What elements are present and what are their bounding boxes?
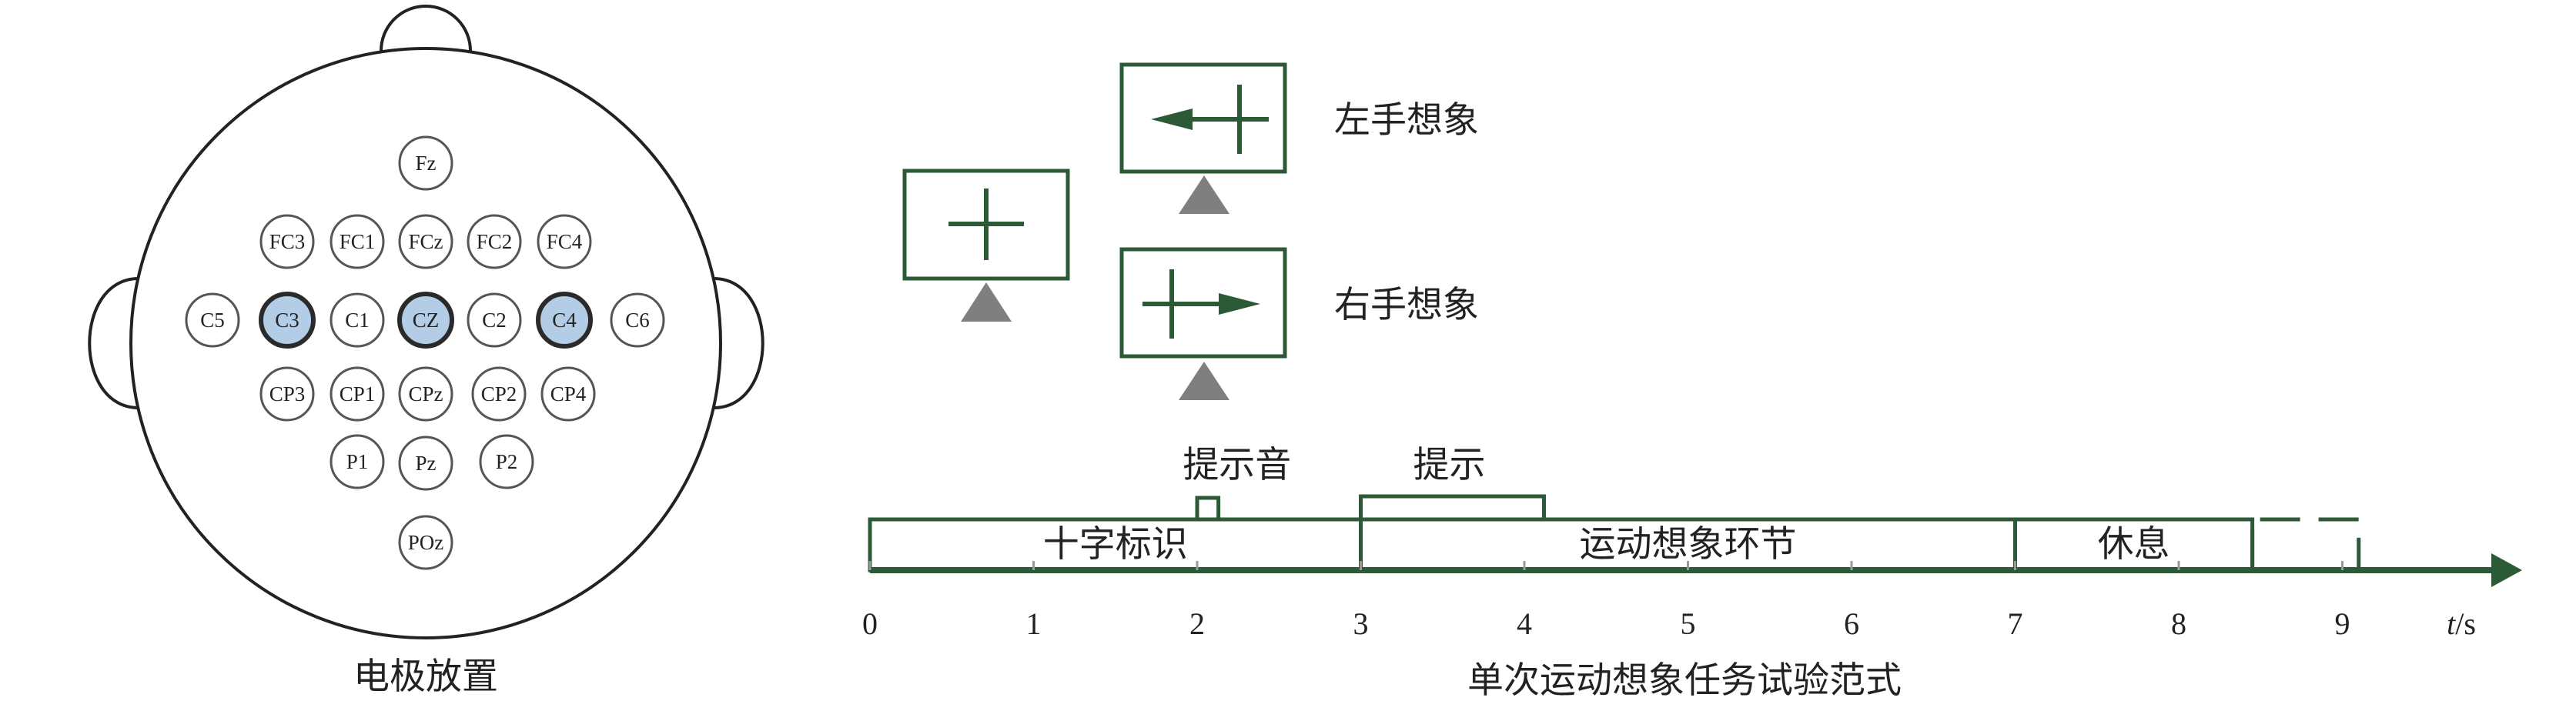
right-imagery-label: 右手想象: [1334, 284, 1479, 326]
tick-label: 9: [2335, 606, 2350, 641]
phase-label: 十字标识: [1043, 523, 1188, 566]
electrode-cp3: CP3: [259, 366, 315, 422]
electrode-label: CP1: [340, 382, 376, 406]
tick-label: 5: [1681, 606, 1696, 641]
tick-label: 7: [2008, 606, 2023, 641]
electrode-cp4: CP4: [540, 366, 596, 422]
electrode-cpz: CPz: [398, 366, 453, 422]
electrode-p1: P1: [330, 434, 385, 489]
electrode-c6: C6: [610, 292, 665, 348]
tick-label: 3: [1353, 606, 1369, 641]
electrode-fc2: FC2: [467, 214, 522, 269]
tick-marks: [868, 561, 2343, 570]
electrode-c3: C3: [259, 292, 316, 349]
electrode-fcz: FCz: [398, 214, 453, 269]
electrode-fc4: FC4: [537, 214, 592, 269]
electrode-cz: CZ: [397, 292, 454, 349]
next-trial-dashed-box: [2250, 517, 2361, 570]
electrode-cp1: CP1: [330, 366, 385, 422]
right-hand-screen-marker: [1179, 362, 1229, 400]
electrode-label: POz: [408, 531, 444, 554]
fixation-screen-marker: [961, 282, 1012, 322]
phase-label: 运动想象环节: [1580, 523, 1797, 566]
cue-pulse: [1359, 494, 1546, 519]
electrode-label: CP4: [550, 382, 587, 406]
electrode-label: P2: [496, 450, 518, 473]
left-ear: [88, 277, 139, 409]
left-hand-screen: [1119, 62, 1287, 214]
electrode-label: FCz: [408, 230, 443, 253]
electrode-panel-caption: 电极放置: [353, 656, 498, 698]
paradigm-panel: 左手想象 右手想象 十字标识 运动想象环节 休息 0 1 2 3 4 5 6 7 8 9 t/s 提示…: [862, 62, 2522, 702]
axis-arrow-icon: [2491, 553, 2522, 587]
electrode-label: FC1: [340, 230, 376, 253]
electrode-label: FC2: [477, 230, 513, 253]
phase-休息: 休息: [2013, 517, 2255, 572]
electrode-poz: POz: [398, 515, 453, 570]
tick-label: 2: [1189, 606, 1205, 641]
electrode-cp2: CP2: [471, 366, 527, 422]
electrode-label: C5: [200, 309, 225, 332]
electrode-fz: Fz: [398, 135, 453, 191]
electrode-label: CPz: [408, 382, 443, 406]
paradigm-panel-caption: 单次运动想象任务试验范式: [1467, 659, 1902, 702]
electrode-p2: P2: [479, 434, 534, 489]
electrode-label: C1: [345, 309, 370, 332]
cue-label: 提示: [1413, 444, 1486, 486]
electrode-label: Fz: [416, 152, 437, 175]
electrode-label: CZ: [413, 309, 440, 332]
electrode-fc3: FC3: [259, 214, 315, 269]
electrode-pz: Pz: [398, 436, 453, 491]
electrode-c2: C2: [467, 292, 522, 348]
nose: [380, 5, 472, 52]
axis-unit-label: t/s: [2447, 606, 2476, 641]
tick-labels: 0 1 2 3 4 5 6 7 8 9: [862, 606, 2350, 641]
tick-label: 8: [2171, 606, 2186, 641]
electrode-c4: C4: [536, 292, 593, 349]
electrode-label: Pz: [416, 452, 437, 475]
tick-label: 1: [1026, 606, 1042, 641]
electrode-label: C3: [275, 309, 299, 332]
electrode-label: CP2: [481, 382, 517, 406]
left-arrow-icon: [1151, 108, 1193, 130]
phase-label: 休息: [2098, 523, 2170, 566]
electrode-label: FC4: [547, 230, 583, 253]
tick-label: 0: [862, 606, 878, 641]
electrode-c1: C1: [330, 292, 385, 348]
trial-timeline: 十字标识 运动想象环节 休息 0 1 2 3 4 5 6 7 8 9 t/s 提示音 提示: [862, 444, 2522, 641]
electrode-label: C2: [482, 309, 507, 332]
left-imagery-label: 左手想象: [1334, 99, 1479, 142]
fixation-screen: [902, 169, 1070, 322]
electrode-c5: C5: [185, 292, 240, 348]
tick-label: 6: [1844, 606, 1859, 641]
phase-boxes: 十字标识 运动想象环节 休息: [868, 517, 2255, 572]
right-arrow-icon: [1219, 293, 1260, 315]
electrode-label: P1: [346, 450, 369, 473]
electrode-label: C6: [625, 309, 650, 332]
electrode-fc1: FC1: [330, 214, 385, 269]
tick-label: 4: [1517, 606, 1532, 641]
cue-tone-pulse: [1195, 496, 1221, 519]
electrode-label: FC3: [269, 230, 306, 253]
right-ear: [713, 277, 764, 409]
electrode-label: C4: [552, 309, 577, 332]
cue-tone-label: 提示音: [1183, 444, 1291, 486]
phase-十字标识: 十字标识: [868, 517, 1363, 572]
electrode-label: CP3: [269, 382, 306, 406]
right-hand-screen: [1119, 247, 1287, 400]
left-hand-screen-marker: [1179, 175, 1229, 214]
